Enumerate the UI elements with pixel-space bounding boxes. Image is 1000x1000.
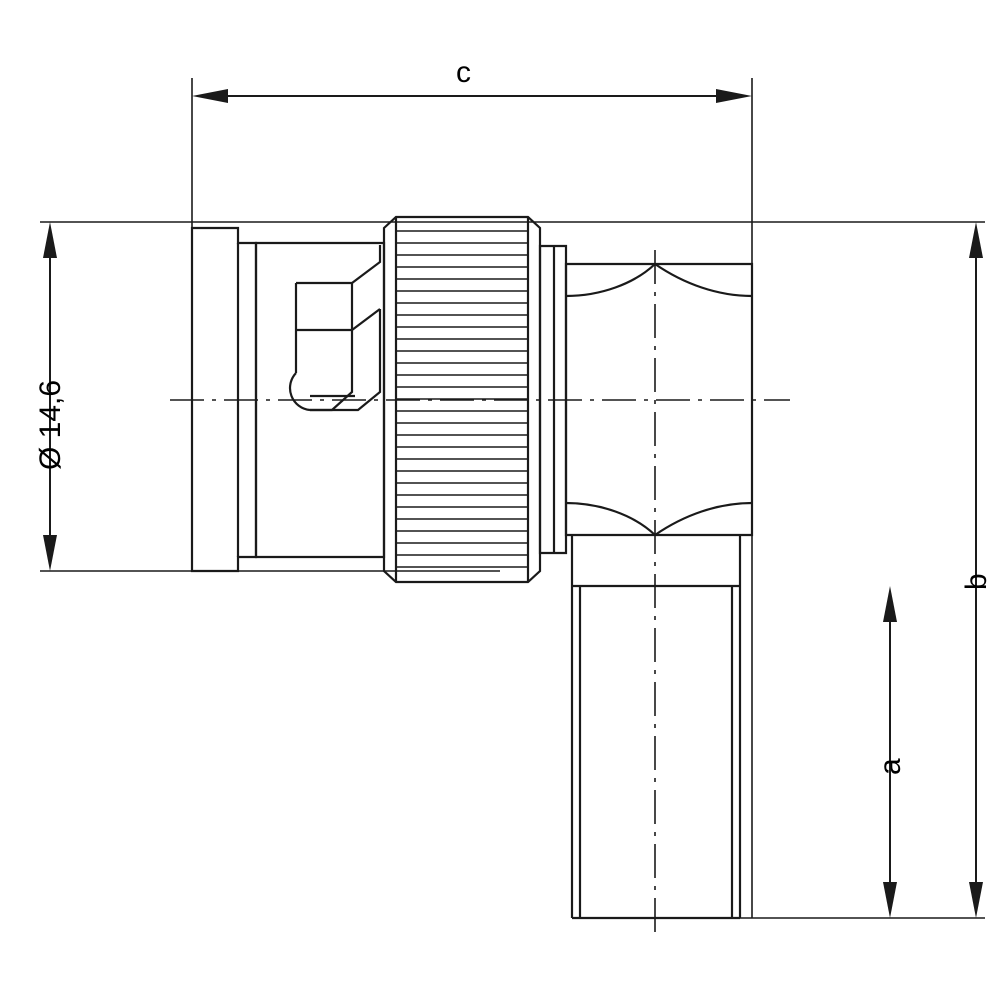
dimension-label-c: c — [456, 56, 471, 89]
elbow-body — [564, 262, 754, 537]
extension-lines — [40, 78, 985, 919]
dimension-diameter — [43, 222, 57, 571]
dimension-label-a: a — [874, 758, 907, 775]
dimension-c — [192, 89, 752, 103]
dimension-a — [883, 586, 897, 918]
dimension-b — [969, 222, 983, 918]
dimension-label-diameter: Ø 14,6 — [34, 379, 67, 470]
rear-collar — [538, 244, 568, 555]
knurl-lines — [396, 230, 528, 568]
centre-lines — [170, 250, 790, 935]
dimension-label-b: b — [960, 573, 993, 590]
cable-leg — [570, 535, 742, 920]
